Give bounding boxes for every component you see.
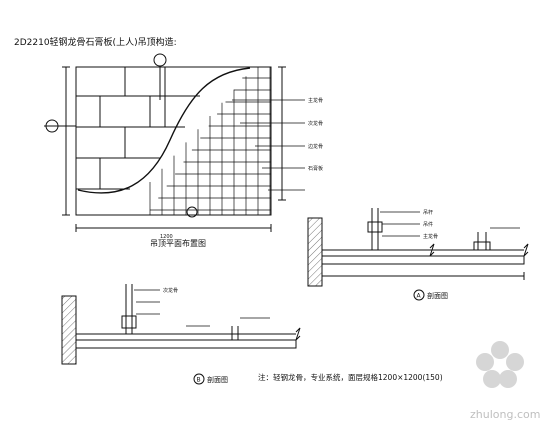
plan-callout-2: 次龙骨 [308, 120, 323, 127]
plan-callout-1: 主龙骨 [308, 97, 323, 104]
plan-caption: 吊顶平面布置图 [150, 238, 206, 248]
plan-callout-4: 石膏板 [308, 165, 323, 172]
section-callout-1: 吊杆 [423, 209, 433, 216]
plan-dimension-label: 1200 [160, 234, 173, 240]
section-b-marker: B [197, 377, 201, 384]
ceiling-plan [44, 53, 305, 232]
plan-callouts: 主龙骨 次龙骨 边龙骨 石膏板 [308, 97, 323, 172]
section-a-detail [307, 208, 529, 301]
general-note: 注：轻钢龙骨，专业系统，面层规格1200×1200(150) [258, 372, 443, 382]
section-callout-3: 主龙骨 [423, 233, 438, 240]
header-title: 2D2210轻钢龙骨石膏板(上人)吊顶构造: [14, 36, 177, 48]
section-a-callouts: 吊杆 吊件 主龙骨 [423, 209, 438, 240]
watermark-text: zhulong.com [470, 408, 540, 421]
section-callout-2: 吊件 [423, 221, 433, 228]
section-a-caption: 剖面图 [427, 291, 448, 300]
watermark-logo [476, 341, 524, 388]
section-b-callouts: 次龙骨 [163, 287, 178, 294]
section-a-marker: A [417, 293, 422, 300]
section-callout-4: 次龙骨 [163, 287, 178, 294]
section-b-caption: 剖面图 [207, 375, 228, 384]
section-b-detail [61, 284, 301, 385]
plan-callout-3: 边龙骨 [308, 143, 323, 150]
keel-grid [149, 67, 271, 215]
